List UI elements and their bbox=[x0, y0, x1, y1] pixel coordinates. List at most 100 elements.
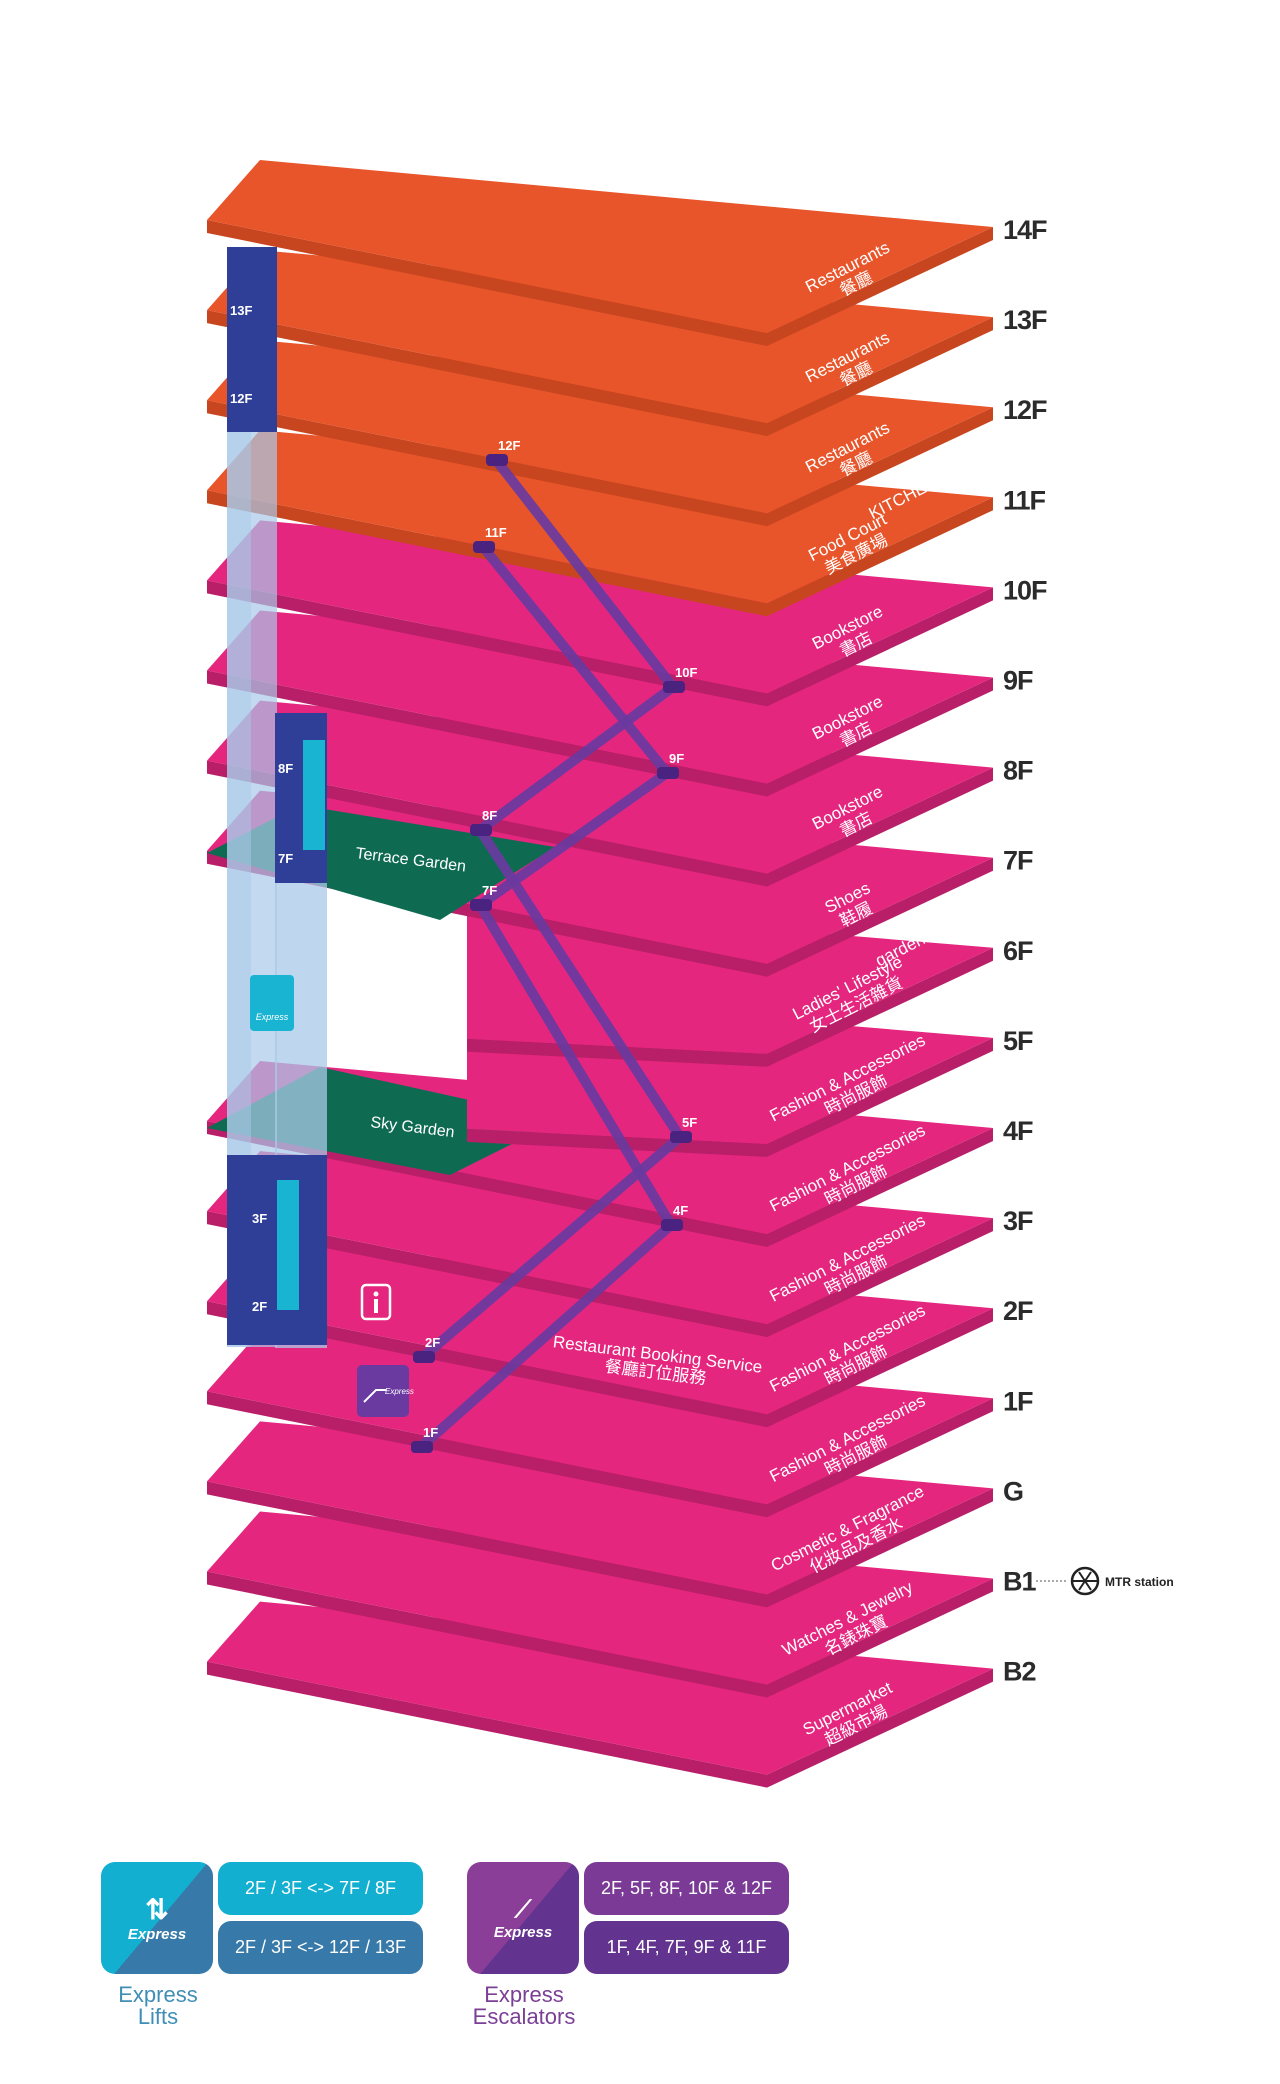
floor-slab-edge bbox=[767, 677, 993, 797]
express-escalator-icon-text: Express bbox=[385, 1387, 414, 1396]
express-lift-legend-icon: ⇅ Express bbox=[101, 1862, 213, 1974]
floor-slab-edge bbox=[767, 1668, 993, 1788]
floor-label: 7F bbox=[1003, 846, 1033, 876]
escalator-landing bbox=[470, 899, 492, 911]
lift-floor-label: 13F bbox=[230, 303, 252, 318]
floor-slab-edge bbox=[207, 310, 767, 437]
escalator-floor-label: 7F bbox=[482, 883, 497, 898]
express-escalator-legend-text: Express bbox=[493, 1923, 553, 1941]
floor-label: 1F bbox=[1003, 1386, 1033, 1416]
info-icon[interactable] bbox=[360, 1283, 392, 1321]
escalator-route-1: 2F, 5F, 8F, 10F & 12F bbox=[584, 1862, 789, 1915]
lift-icon: ⇅ bbox=[145, 1894, 169, 1925]
floor-slab-edge bbox=[767, 497, 993, 617]
floor-label: 4F bbox=[1003, 1116, 1033, 1146]
floor-label: G bbox=[1003, 1476, 1023, 1506]
escalator-landing bbox=[470, 824, 492, 836]
express-lift-icon-text: Express bbox=[256, 1012, 289, 1022]
escalator-landing bbox=[473, 541, 495, 553]
floor-slab-edge bbox=[767, 1308, 993, 1428]
floor-slab bbox=[207, 1241, 993, 1415]
floor-slab-edge bbox=[767, 1488, 993, 1608]
floor-slab-edge bbox=[767, 227, 993, 346]
floor-slab-edge bbox=[207, 220, 767, 346]
escalator-segment bbox=[475, 768, 672, 910]
mtr-station-label: MTR station bbox=[1105, 1575, 1174, 1589]
escalator-floor-label: 4F bbox=[673, 1203, 688, 1218]
floor-slab bbox=[207, 700, 993, 874]
floor-slab-edge bbox=[767, 317, 993, 437]
escalator-floor-label: 2F bbox=[425, 1335, 440, 1350]
escalator-landing bbox=[663, 681, 685, 693]
escalator-landing bbox=[670, 1131, 692, 1143]
lift-car-cyan bbox=[277, 1180, 299, 1310]
floor-label: 14F bbox=[1003, 215, 1047, 245]
floor-slab bbox=[207, 340, 993, 514]
floor-label: 12F bbox=[1003, 395, 1047, 425]
floor-label: 3F bbox=[1003, 1206, 1033, 1236]
floor-slab-edge bbox=[207, 1481, 767, 1608]
mtr-logo-icon bbox=[1070, 1566, 1100, 1596]
escalator-floor-label: 8F bbox=[482, 808, 497, 823]
express-escalator-icon[interactable]: Express bbox=[357, 1365, 414, 1417]
floor-label: 9F bbox=[1003, 666, 1033, 696]
express-lift-icon-text: Express bbox=[127, 1926, 187, 1943]
lift-upper-car bbox=[227, 247, 277, 432]
floor-slab bbox=[207, 160, 993, 333]
floor-slab-edge bbox=[207, 1301, 767, 1428]
floor-label: B2 bbox=[1003, 1657, 1036, 1687]
floor-slab bbox=[207, 520, 993, 694]
escalator-segment bbox=[491, 455, 678, 692]
floor-slab bbox=[207, 1601, 993, 1775]
escalator-segment bbox=[475, 682, 678, 835]
floor-label: 5F bbox=[1003, 1026, 1033, 1056]
floor-label: 10F bbox=[1003, 575, 1047, 605]
lift-floor-label: 3F bbox=[252, 1211, 267, 1226]
escalator-floor-label: 12F bbox=[498, 438, 520, 453]
floor-slab-edge bbox=[767, 407, 993, 527]
lift-car-cyan bbox=[303, 740, 325, 850]
mtr-link[interactable]: MTR station bbox=[1036, 1566, 1174, 1596]
floor-label: 8F bbox=[1003, 756, 1033, 786]
floor-slab-edge bbox=[767, 1037, 993, 1157]
lift-floor-label: 8F bbox=[278, 761, 293, 776]
floor-slab-edge bbox=[767, 767, 993, 887]
floor-slab bbox=[207, 1421, 993, 1595]
floor-slab-edge bbox=[207, 670, 767, 797]
floor-label: 6F bbox=[1003, 936, 1033, 966]
escalator-route-2: 1F, 4F, 7F, 9F & 11F bbox=[584, 1921, 789, 1974]
express-lift-icon[interactable]: Express bbox=[250, 975, 294, 1031]
escalator-segment bbox=[478, 542, 672, 778]
escalator-floor-label: 11F bbox=[485, 525, 507, 540]
escalator-floor-label: 1F bbox=[423, 1425, 438, 1440]
escalator-landing bbox=[661, 1219, 683, 1231]
floor-slab-edge bbox=[207, 1661, 767, 1788]
express-escalator-legend-icon: ⟋ Express bbox=[467, 1862, 579, 1974]
lift-lower-car bbox=[227, 1155, 277, 1345]
floor-slab-edge bbox=[767, 1218, 993, 1338]
floor-slab-edge bbox=[767, 1128, 993, 1247]
floor-slab-edge bbox=[767, 1578, 993, 1698]
escalator-landing bbox=[413, 1351, 435, 1363]
lift-floor-label: 12F bbox=[230, 391, 252, 406]
floor-slab-edge bbox=[207, 1391, 767, 1518]
floor-slab bbox=[207, 1511, 993, 1685]
lift-floor-label: 7F bbox=[278, 851, 293, 866]
express-lift-icon-bg bbox=[250, 975, 294, 1031]
floor-slab-edge bbox=[767, 857, 993, 977]
